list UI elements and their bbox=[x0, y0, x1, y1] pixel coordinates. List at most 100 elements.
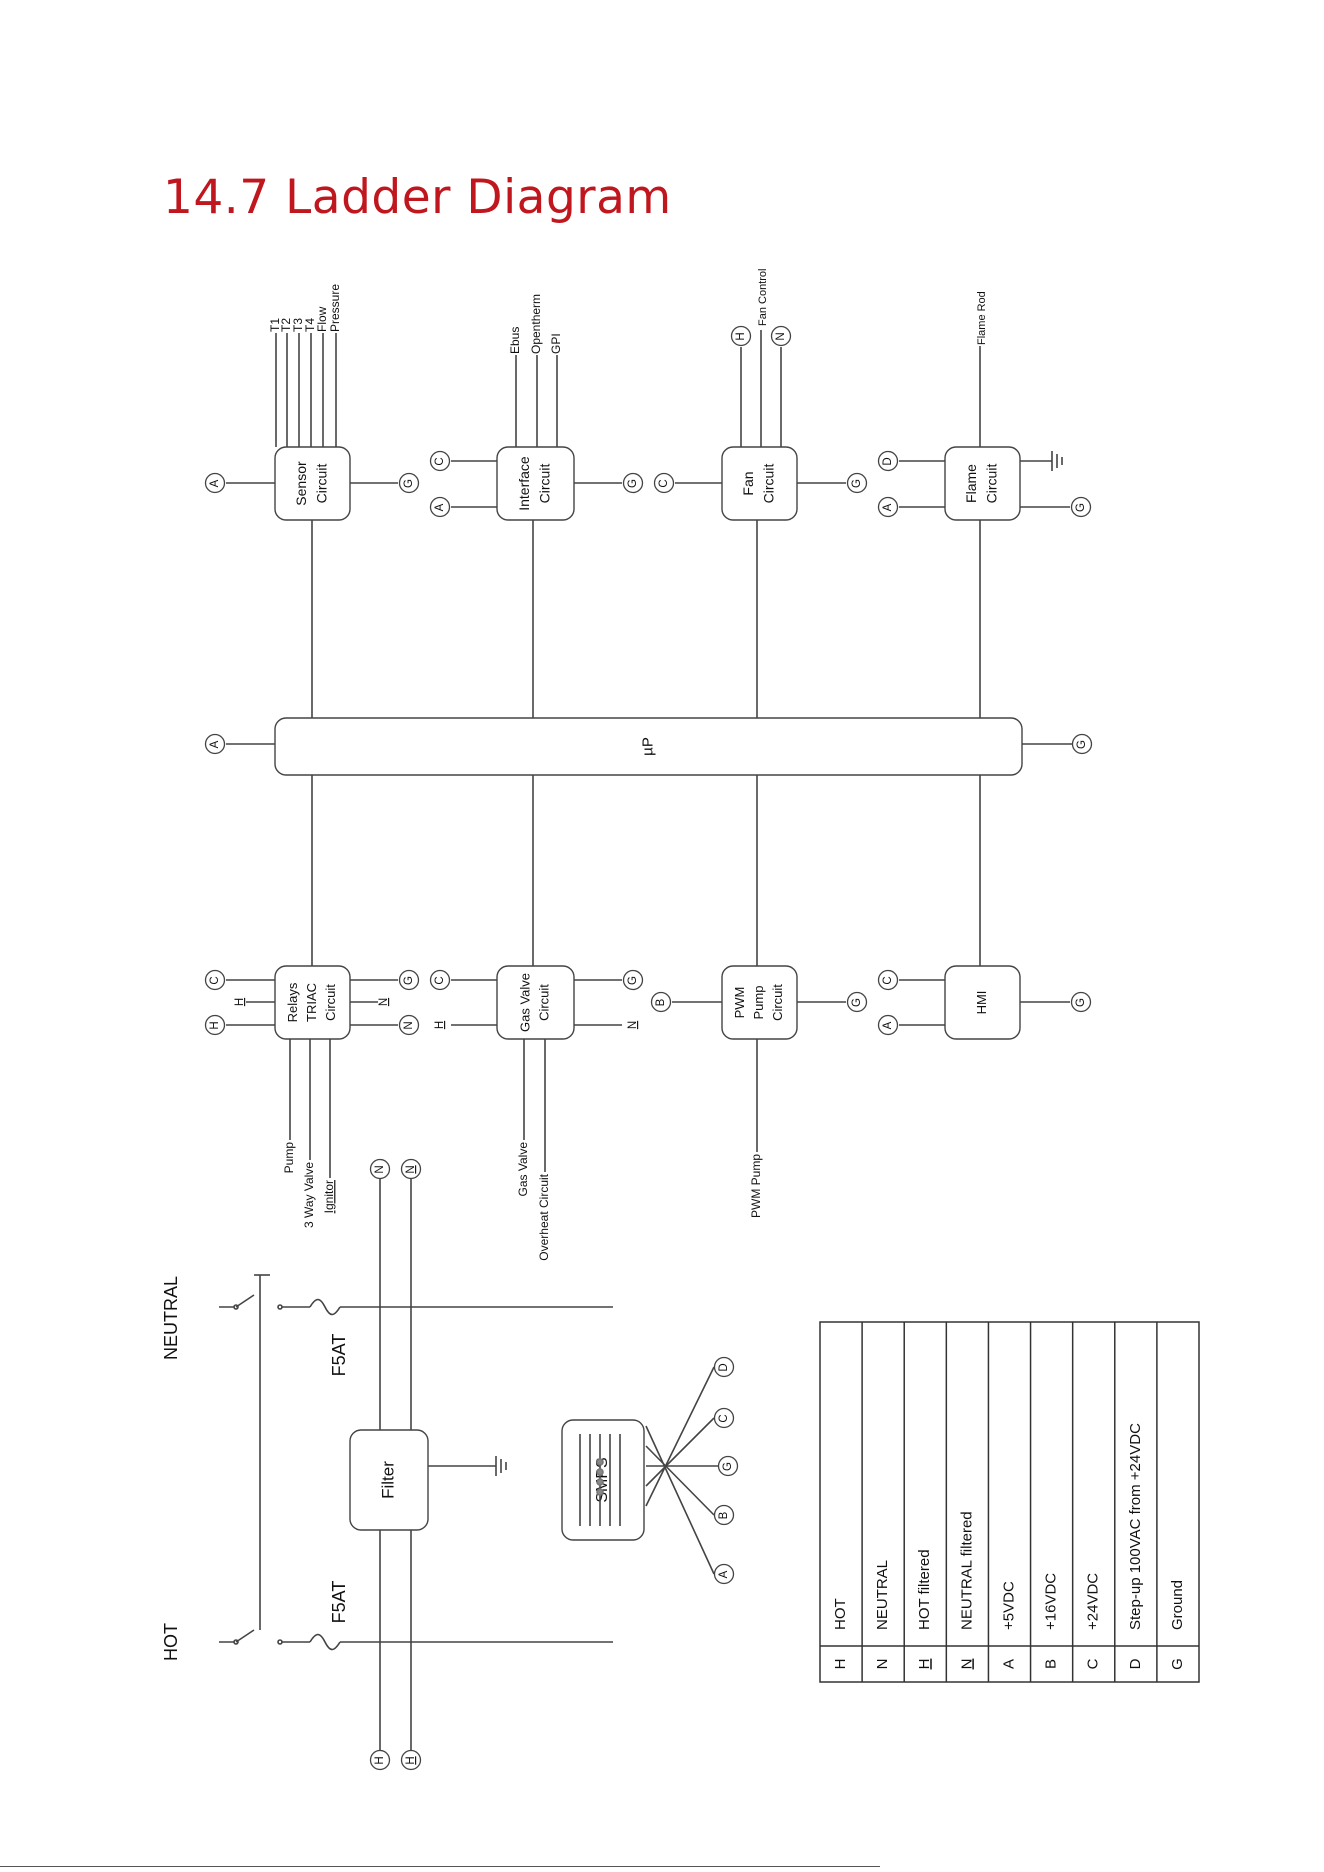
terminal-interface-g-label: G bbox=[627, 479, 639, 488]
pwm-block-label: Circuit bbox=[770, 984, 785, 1021]
flame-signal-label: Flame Rod bbox=[976, 291, 988, 345]
triac-block-label: Circuit bbox=[323, 984, 338, 1021]
terminal-smps-G-label: G bbox=[722, 1462, 734, 1471]
gasvalve-signal-label: Gas Valve bbox=[516, 1142, 530, 1197]
footer-rule bbox=[0, 1866, 880, 1867]
hot-fuse-label: F5AT bbox=[329, 1581, 349, 1624]
filter-block-label: Filter bbox=[378, 1461, 397, 1499]
terminal-hmi-g bbox=[1070, 991, 1092, 1013]
sensor-signal-label: Flow bbox=[315, 306, 329, 332]
smps-core-dot bbox=[596, 1458, 604, 1466]
terminal-pwm-b-label: B bbox=[655, 998, 667, 1006]
legend-description: HOT filtered bbox=[916, 1549, 933, 1630]
wire-smps-out bbox=[645, 1366, 715, 1507]
terminal-flame-d-label: D bbox=[882, 457, 894, 465]
legend-code: N bbox=[874, 1659, 891, 1670]
interface-signal-label: GPI bbox=[549, 333, 563, 354]
legend-code: D bbox=[1127, 1658, 1144, 1669]
triac-nf-label: N bbox=[378, 998, 390, 1006]
sensor-block-label: Sensor bbox=[293, 461, 309, 506]
terminal-fan-n-label: N bbox=[775, 332, 787, 340]
terminal-interface-c bbox=[429, 450, 451, 472]
micro-block bbox=[274, 717, 1023, 776]
triac-block-label: Relays bbox=[285, 982, 300, 1022]
terminal-smps-B-label: B bbox=[718, 1511, 730, 1519]
terminal-gasvalve-g bbox=[622, 969, 644, 991]
terminal-interface-g bbox=[622, 472, 644, 494]
neutral-label: NEUTRAL bbox=[161, 1276, 181, 1360]
terminal-interface-a-label: A bbox=[434, 503, 446, 511]
triac-signal-label: Pump bbox=[282, 1142, 296, 1174]
hot-switch-contact bbox=[277, 1639, 283, 1645]
terminal-micro-a-label: A bbox=[209, 740, 221, 748]
terminal-sensor-g bbox=[398, 472, 420, 494]
triac-signal-label: 3 Way Valve bbox=[302, 1162, 316, 1228]
terminal-triac-c bbox=[204, 969, 226, 991]
flame-block-label: Flame bbox=[963, 464, 979, 503]
gasvalve-block-label: Circuit bbox=[536, 984, 551, 1021]
terminal-bus-h-bottom bbox=[369, 1749, 391, 1771]
neutral-switch-contact bbox=[277, 1304, 283, 1310]
smps-core-dot bbox=[596, 1488, 604, 1496]
legend-description: NEUTRAL bbox=[874, 1560, 891, 1630]
terminal-gasvalve-g-label: G bbox=[627, 976, 639, 985]
terminal-bus-h-bottom bbox=[400, 1749, 422, 1771]
wire-smps-out bbox=[645, 1445, 715, 1516]
terminal-fan-c bbox=[653, 472, 675, 494]
triac-block-label: TRIAC bbox=[304, 983, 319, 1022]
gasvalve-nf-label: N bbox=[627, 1021, 639, 1029]
terminal-flame-g bbox=[1070, 496, 1092, 518]
legend-description: Step-up 100VAC from +24VDC bbox=[1127, 1423, 1144, 1630]
terminal-triac-g bbox=[398, 969, 420, 991]
terminal-triac-h-label: H bbox=[209, 1021, 221, 1029]
neutral-switch-blade bbox=[235, 1294, 255, 1308]
legend-description: HOT bbox=[832, 1598, 849, 1630]
interface-signal-label: Opentherm bbox=[529, 294, 543, 354]
legend-code: A bbox=[1000, 1659, 1017, 1669]
pwm-signal-label: PWM Pump bbox=[749, 1154, 763, 1218]
wire-smps-out bbox=[645, 1425, 715, 1575]
terminal-hmi-a-label: A bbox=[882, 1021, 894, 1029]
terminal-micro-g-label: G bbox=[1076, 740, 1088, 749]
terminal-bus-n-top bbox=[369, 1158, 391, 1180]
terminal-fan-h bbox=[730, 325, 752, 347]
sensor-block bbox=[274, 446, 351, 521]
fan-block-label: Circuit bbox=[760, 464, 776, 504]
terminal-interface-c-label: C bbox=[434, 457, 446, 465]
legend-code: B bbox=[1043, 1659, 1060, 1669]
terminal-bus-n-top-label: N bbox=[405, 1165, 417, 1173]
terminal-smps-B bbox=[713, 1504, 735, 1526]
terminal-bus-h-bottom-label: H bbox=[405, 1756, 417, 1764]
page-title: 14.7 Ladder Diagram bbox=[163, 170, 672, 225]
gasvalve-block bbox=[496, 965, 575, 1040]
terminal-smps-D-label: D bbox=[718, 1363, 730, 1371]
neutral-fuse-label: F5AT bbox=[329, 1334, 349, 1377]
wire-smps-out bbox=[645, 1417, 715, 1487]
triac-block bbox=[274, 965, 351, 1040]
terminal-fan-g bbox=[846, 472, 868, 494]
legend-description: +5VDC bbox=[1000, 1581, 1017, 1630]
terminal-hmi-c-label: C bbox=[882, 976, 894, 984]
terminal-triac-c-label: C bbox=[209, 976, 221, 984]
interface-block bbox=[496, 446, 575, 521]
legend-code: H bbox=[832, 1659, 849, 1670]
terminal-flame-a-label: A bbox=[882, 503, 894, 511]
gasvalve-block-label: Gas Valve bbox=[518, 973, 533, 1032]
hot-label: HOT bbox=[161, 1623, 181, 1661]
terminal-fan-g-label: G bbox=[851, 479, 863, 488]
terminal-hmi-g-label: G bbox=[1075, 998, 1087, 1007]
terminal-micro-a bbox=[204, 733, 226, 755]
terminal-fan-c-label: C bbox=[658, 479, 670, 487]
hot-switch-blade bbox=[235, 1629, 255, 1643]
interface-signal-label: Ebus bbox=[508, 327, 522, 354]
terminal-pwm-g-label: G bbox=[851, 998, 863, 1007]
terminal-smps-D bbox=[713, 1356, 735, 1378]
terminal-pwm-g bbox=[846, 991, 868, 1013]
terminal-flame-g-label: G bbox=[1075, 503, 1087, 512]
terminal-bus-n-top-label: N bbox=[374, 1165, 386, 1173]
terminal-smps-C bbox=[713, 1407, 735, 1429]
legend-description: +16VDC bbox=[1043, 1573, 1060, 1630]
terminal-bus-n-top bbox=[400, 1158, 422, 1180]
sensor-signal-label: T3 bbox=[291, 318, 305, 332]
